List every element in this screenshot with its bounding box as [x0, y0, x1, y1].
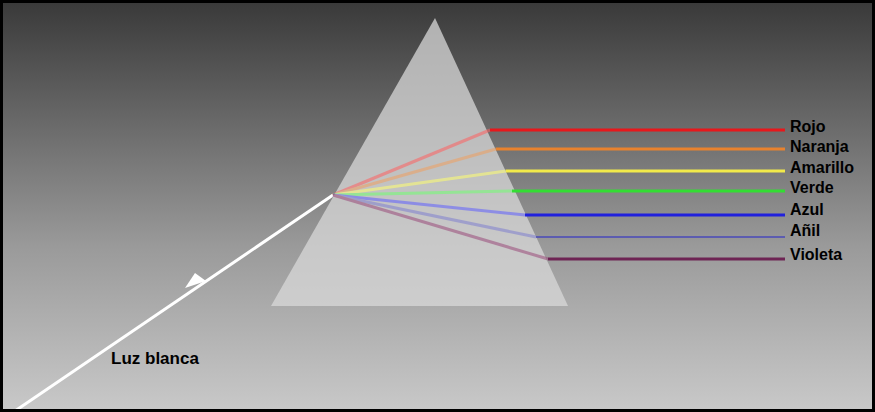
dispersed-rays	[490, 130, 785, 259]
color-label: Añil	[790, 222, 820, 240]
color-label: Rojo	[790, 118, 826, 136]
ray-label: Luz blanca	[111, 350, 199, 369]
white-ray	[15, 195, 333, 411]
color-label: Violeta	[790, 246, 842, 264]
color-label: Verde	[790, 179, 834, 197]
ray-arrowhead	[185, 273, 206, 288]
color-label: Naranja	[790, 138, 849, 156]
color-label: Azul	[790, 201, 824, 219]
color-label: Amarillo	[790, 159, 854, 177]
prism	[271, 18, 568, 306]
